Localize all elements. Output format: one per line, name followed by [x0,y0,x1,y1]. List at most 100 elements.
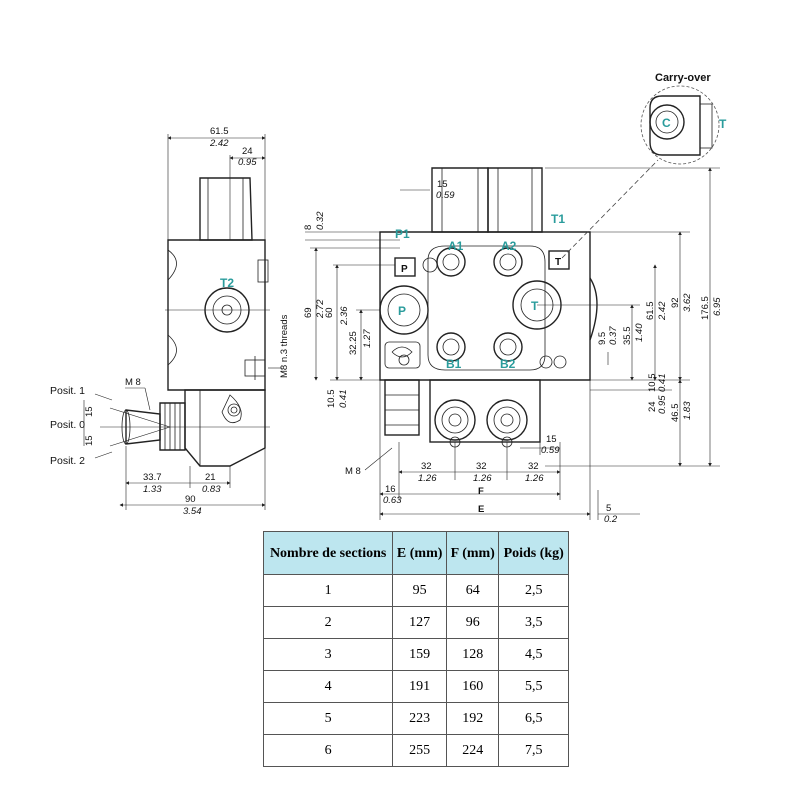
cell-f: 224 [446,734,500,767]
dim-f-label: F [478,486,484,497]
dim-69: 69 [303,307,314,318]
port-p1-label: P1 [395,227,410,241]
dim-32-c: 32 [528,461,539,472]
dim-0-41: 0.41 [338,390,349,409]
dim-0-59-right: 0.59 [541,445,560,456]
dim-16: 16 [385,484,396,495]
header-weight: Poids (kg) [498,531,569,575]
cell-weight: 3,5 [498,606,569,639]
cell-f: 96 [446,606,500,639]
carry-over-c-label: C [662,116,671,130]
dim-0-32: 0.32 [315,211,326,230]
port-b1-label: B1 [446,357,462,371]
port-p-label: P [398,304,406,318]
dim-1-40: 1.40 [634,323,645,342]
table-header-row: Nombre de sections E (mm) F (mm) Poids (… [262,531,569,575]
posit-2-label: Posit. 2 [50,455,85,467]
m8-bottom-note: M 8 [345,466,361,477]
cell-e: 95 [392,574,448,607]
m8-threads-note: M8 n.3 threads [279,314,290,378]
port-t2-label: T2 [220,276,234,290]
dim-0-59-top: 0.59 [436,190,455,201]
cell-f: 160 [446,670,500,703]
carry-over-title: Carry-over [655,72,711,84]
header-e: E (mm) [392,531,448,575]
port-a1-label: A1 [448,239,464,253]
dim-2-36: 2.36 [339,306,350,326]
dim-35-5: 35.5 [622,327,633,346]
cell-sections: 6 [262,734,394,767]
dim-1-33: 1.33 [143,484,162,495]
port-a2-label: A2 [501,239,517,253]
dim-15-v2: 15 [84,435,95,446]
dim-32-25: 32.25 [348,331,359,355]
header-sections: Nombre de sections [262,531,394,575]
side-view: T2 61.5 2.42 24 0.95 M8 n.3 threads M 8 … [50,126,290,517]
dim-5: 5 [606,503,611,514]
posit-0-label: Posit. 0 [50,419,85,431]
dim-0-95-right: 0.95 [657,395,668,414]
dim-92: 92 [670,297,681,308]
dim-24: 24 [242,146,253,157]
dim-1-26-c: 1.26 [525,473,544,484]
port-t1-label: T1 [551,212,565,226]
dim-e-label: E [478,504,484,515]
dim-33-7: 33.7 [143,472,162,483]
dim-0-63: 0.63 [383,495,402,506]
cell-sections: 4 [262,670,394,703]
cell-weight: 6,5 [498,702,569,735]
dim-32-a: 32 [421,461,432,472]
dim-0-2: 0.2 [604,514,618,525]
dim-0-95: 0.95 [238,157,257,168]
dim-10-5-right: 10.5 [647,374,658,393]
dim-0-83: 0.83 [202,484,221,495]
dim-8: 8 [303,225,314,230]
dim-46-5: 46.5 [670,404,681,423]
cell-sections: 5 [262,702,394,735]
cell-e: 255 [392,734,448,767]
header-f: F (mm) [446,531,500,575]
dim-2-42: 2.42 [209,138,229,149]
dim-61-5-right: 61.5 [645,302,656,321]
sections-table: Nombre de sections E (mm) F (mm) Poids (… [262,531,569,767]
port-b2-label: B2 [500,357,516,371]
carry-over-detail: Carry-over C T [561,72,727,259]
dim-15-top: 15 [437,179,448,190]
dim-24-right: 24 [647,401,658,412]
dim-6-95: 6.95 [712,297,723,316]
cell-f: 128 [446,638,500,671]
dim-90: 90 [185,494,196,505]
dim-1-26-b: 1.26 [473,473,492,484]
dim-176-5: 176.5 [700,296,711,320]
dim-3-62: 3.62 [682,293,693,312]
dim-60: 60 [324,307,335,318]
posit-1-label: Posit. 1 [50,385,85,397]
t-box-label: T [555,257,561,268]
carry-over-t-label: T [719,117,727,131]
cell-weight: 4,5 [498,638,569,671]
dim-3-54: 3.54 [183,506,202,517]
dim-2-72: 2.72 [315,299,326,319]
cell-e: 127 [392,606,448,639]
m8-lever-note: M 8 [125,377,141,388]
dim-9-5: 9.5 [597,332,608,345]
cell-weight: 5,5 [498,670,569,703]
dim-32-b: 32 [476,461,487,472]
dim-1-27: 1.27 [362,329,373,348]
dim-0-41-right: 0.41 [657,374,668,393]
cell-e: 159 [392,638,448,671]
dim-21: 21 [205,472,216,483]
port-t-label: T [531,299,539,313]
p-box-label: P [401,264,408,275]
front-view: P1 A1 A2 T1 P T B1 B2 P T 15 0.59 8 0.32… [303,167,723,525]
dim-1-83: 1.83 [682,401,693,420]
cell-f: 192 [446,702,500,735]
dim-2-42-right: 2.42 [657,301,668,321]
dim-1-26-a: 1.26 [418,473,437,484]
